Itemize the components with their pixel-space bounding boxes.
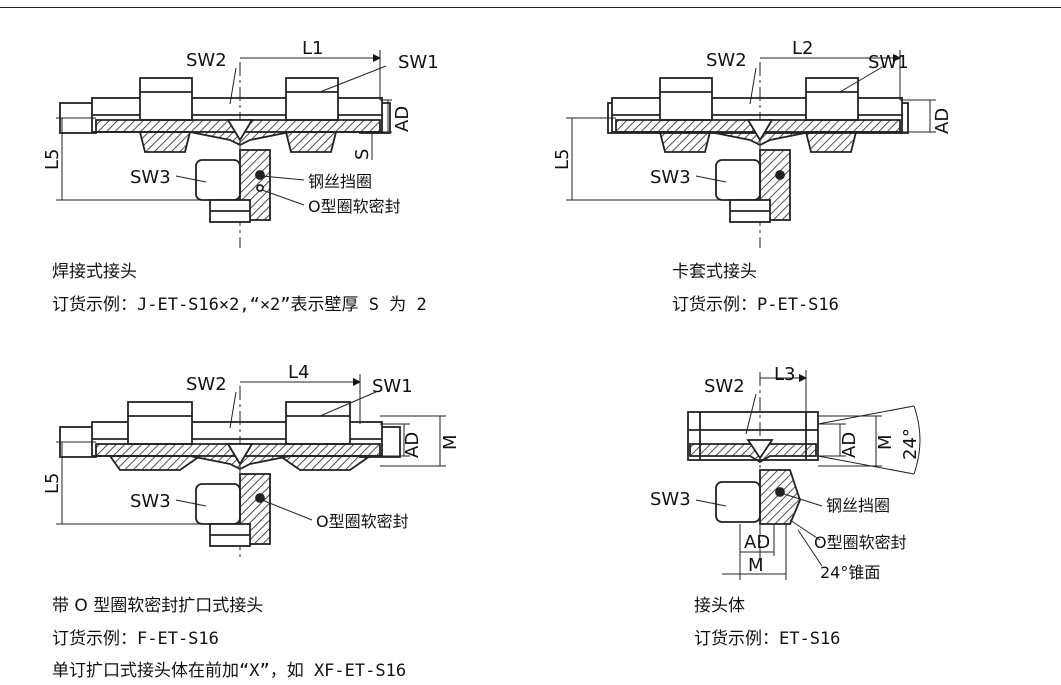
body-oring-label: O型圈软密封 [814, 533, 907, 552]
panel-flare-diagram [56, 374, 446, 560]
ferrule-sw1-label: SW1 [868, 52, 909, 73]
body-m-label: M [875, 434, 896, 450]
ferrule-l2-label: L2 [792, 38, 813, 59]
panel-ferrule-diagram [566, 50, 936, 248]
flare-l4-label: L4 [288, 362, 309, 383]
weld-ad-label: AD [392, 106, 413, 132]
body-m-bottom-label: M [748, 555, 764, 576]
body-sw2-label: SW2 [704, 376, 745, 397]
ferrule-sw3-label: SW3 [650, 167, 691, 188]
weld-sw2-label: SW2 [186, 50, 227, 71]
flare-caption-extra: 单订扩口式接头体在前加“X”，如 XF-ET-S16 [52, 661, 407, 681]
flare-sw1-label: SW1 [372, 376, 413, 397]
weld-ring-label: 钢丝挡圈 [308, 172, 372, 191]
body-l3-label: L3 [774, 364, 795, 385]
flare-l5-label: L5 [42, 473, 63, 494]
ferrule-l5-label: L5 [552, 149, 573, 170]
weld-l1-label: L1 [302, 38, 323, 59]
body-sw3-label: SW3 [650, 489, 691, 510]
weld-caption-order: 订货示例：J-ET-S16×2,“×2”表示壁厚 S 为 2 [52, 295, 427, 315]
body-caption-title: 接头体 [694, 596, 745, 616]
flare-caption-order: 订货示例：F-ET-S16 [52, 629, 219, 649]
ferrule-caption-order: 订货示例：P-ET-S16 [672, 295, 839, 315]
flare-sw2-label: SW2 [186, 374, 227, 395]
weld-sw1-label: SW1 [398, 52, 439, 73]
weld-sw3-label: SW3 [130, 167, 171, 188]
top-rule [0, 7, 1061, 8]
ferrule-caption-title: 卡套式接头 [672, 262, 757, 282]
body-ad-label: AD [839, 432, 860, 458]
flare-ad-label: AD [402, 432, 423, 458]
body-angle-label: 24° [900, 428, 921, 460]
panel-body-diagram [687, 370, 921, 580]
flare-m-label: M [440, 434, 461, 450]
body-ad-bottom-label: AD [744, 532, 770, 553]
weld-l5-label: L5 [42, 149, 63, 170]
flare-caption-title: 带 O 型圈软密封扩口式接头 [52, 596, 264, 616]
body-ring-label: 钢丝挡圈 [826, 496, 890, 515]
flare-oring-label: O型圈软密封 [316, 512, 409, 531]
panel-weld-diagram [56, 50, 392, 248]
body-cone-label: 24°锥面 [820, 563, 880, 582]
flare-sw3-label: SW3 [130, 491, 171, 512]
weld-s-label: S [352, 149, 373, 160]
ferrule-sw2-label: SW2 [706, 50, 747, 71]
weld-oring-label: O型圈软密封 [308, 197, 401, 216]
weld-caption-title: 焊接式接头 [52, 262, 137, 282]
body-caption-order: 订货示例：ET-S16 [694, 629, 841, 649]
ferrule-ad-label: AD [932, 108, 953, 134]
